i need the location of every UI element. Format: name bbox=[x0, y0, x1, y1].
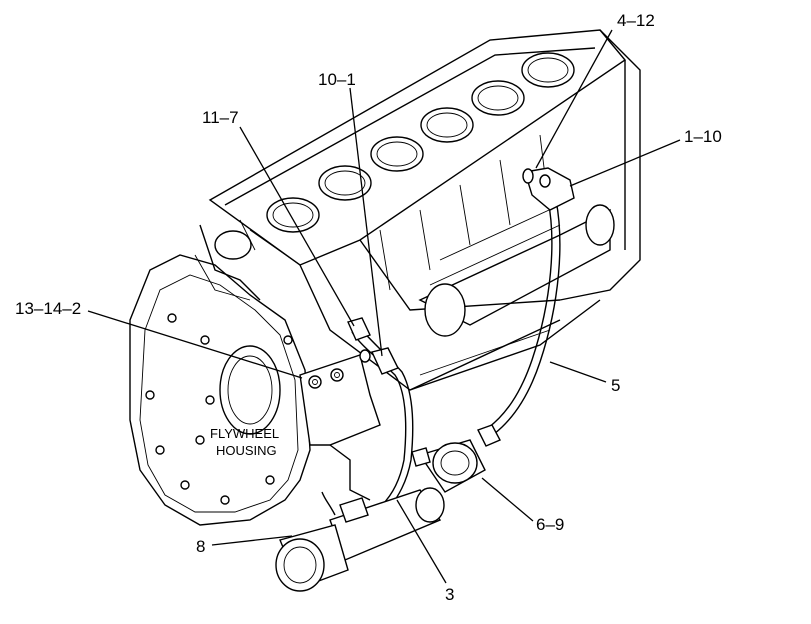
callout-11-7: 11–7 bbox=[202, 108, 239, 127]
callout-10-1: 10–1 bbox=[318, 70, 356, 89]
mounting-bracket bbox=[299, 354, 381, 501]
callout-4-12: 4–12 bbox=[617, 11, 655, 30]
engine-block bbox=[194, 29, 641, 391]
callout-8: 8 bbox=[196, 537, 205, 556]
leader-10-1 bbox=[349, 87, 383, 357]
callout-13-14-2: 13–14–2 bbox=[15, 299, 81, 318]
leader-11-7 bbox=[239, 126, 355, 327]
callout-1-10: 1–10 bbox=[684, 127, 722, 146]
fuel-water-separator bbox=[411, 424, 501, 493]
callout-5: 5 bbox=[611, 376, 620, 395]
callout-6-9: 6–9 bbox=[536, 515, 564, 534]
leader-5 bbox=[549, 361, 607, 383]
leader-13-14-2 bbox=[87, 310, 303, 379]
flywheel-housing-label-line2: HOUSING bbox=[216, 443, 277, 458]
leader-3 bbox=[396, 499, 447, 584]
cylinder-bores bbox=[266, 52, 575, 233]
leader-lines bbox=[87, 29, 681, 584]
leader-8 bbox=[211, 535, 293, 546]
leader-4-12 bbox=[535, 29, 613, 169]
flywheel-housing-label-line1: FLYWHEEL bbox=[210, 426, 279, 441]
leader-6-9 bbox=[481, 477, 534, 522]
fuel-filter bbox=[275, 487, 445, 592]
oil-cooler bbox=[418, 204, 615, 337]
leader-1-10 bbox=[569, 139, 681, 187]
callout-3: 3 bbox=[445, 585, 454, 604]
fuel-lines bbox=[347, 167, 575, 511]
flywheel-housing bbox=[129, 254, 311, 526]
